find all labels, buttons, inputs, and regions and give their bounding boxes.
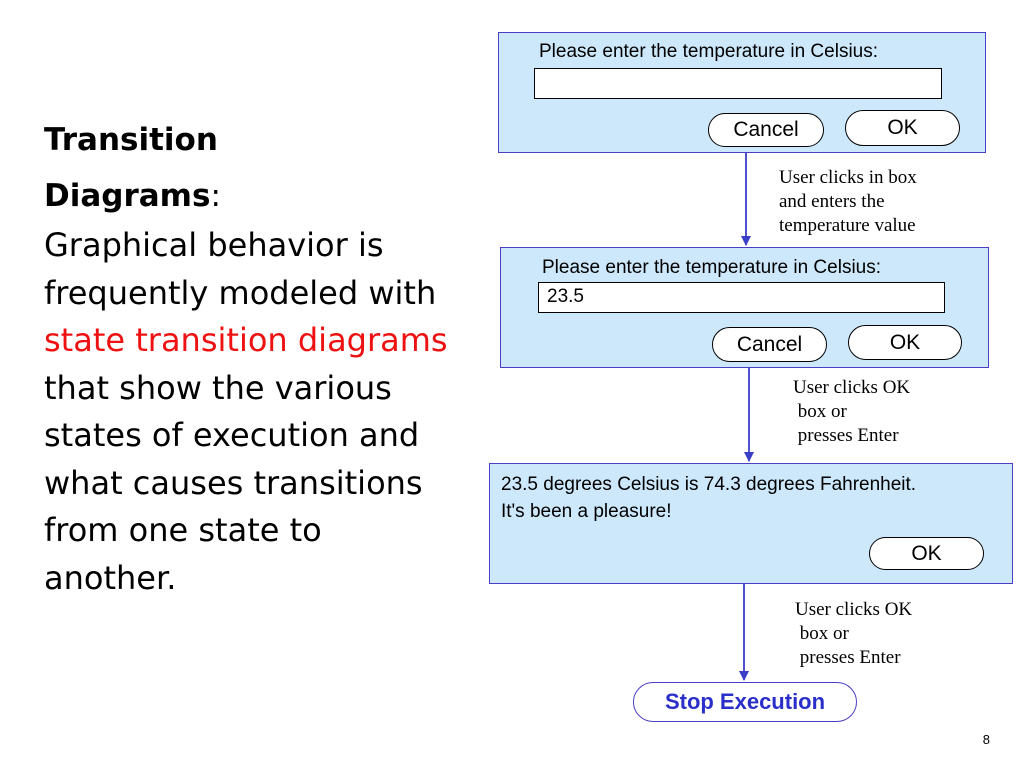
state-1-temperature-input[interactable] — [534, 68, 942, 99]
body-text-highlight: state transition diagrams — [44, 321, 448, 359]
state-3-ok-button[interactable]: OK — [869, 537, 984, 570]
transition-1-label: User clicks in box and enters the temper… — [779, 167, 917, 236]
state-2-temperature-input[interactable]: 23.5 — [538, 282, 945, 313]
state-2-value-entered: Please enter the temperature in Celsius:… — [500, 247, 989, 368]
body-text-part1: Graphical behavior is frequently modeled… — [44, 226, 437, 312]
slide-body-text: Graphical behavior is frequently modeled… — [44, 222, 464, 602]
slide-heading: Transition Diagrams: — [44, 112, 284, 224]
stop-execution-state: Stop Execution — [633, 682, 857, 722]
state-1-cancel-button[interactable]: Cancel — [708, 113, 824, 147]
transition-2-label: User clicks OK box or presses Enter — [793, 377, 911, 446]
body-text-part2: that show the various states of executio… — [44, 368, 423, 597]
state-3-message-line2: It's been a pleasure! — [501, 501, 672, 522]
heading-colon: : — [210, 178, 221, 214]
state-2-cancel-button[interactable]: Cancel — [712, 327, 827, 362]
state-2-prompt-text: Please enter the temperature in Celsius: — [542, 257, 882, 278]
state-2-ok-button[interactable]: OK — [848, 325, 962, 360]
state-1-prompt-text: Please enter the temperature in Celsius: — [539, 41, 879, 62]
state-1-input-prompt: Please enter the temperature in Celsius:… — [498, 32, 986, 153]
state-3-message-line1: 23.5 degrees Celsius is 74.3 degrees Fah… — [501, 474, 917, 495]
transition-3-label: User clicks OK box or presses Enter — [795, 599, 913, 668]
heading-line1: Transition — [44, 122, 218, 158]
state-1-ok-button[interactable]: OK — [845, 110, 960, 146]
heading-line2: Diagrams — [44, 178, 211, 214]
state-3-result-message: 23.5 degrees Celsius is 74.3 degrees Fah… — [489, 463, 1013, 584]
page-number: 8 — [982, 732, 990, 747]
